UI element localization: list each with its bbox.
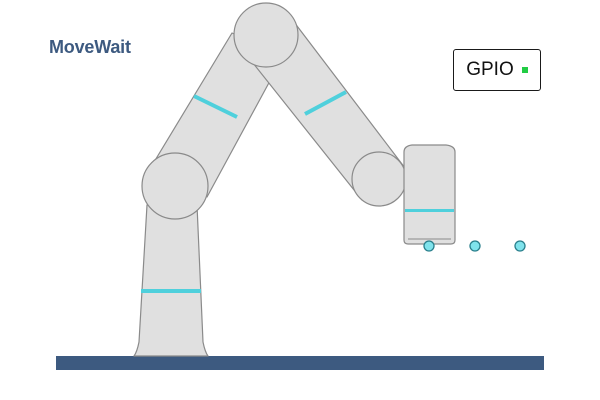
- waypoint-marker-3[interactable]: [514, 240, 526, 252]
- gpio-indicator[interactable]: GPIO: [453, 49, 541, 91]
- waypoint-marker-2[interactable]: [469, 240, 481, 252]
- program-title: MoveWait: [49, 37, 131, 57]
- forearm-stripe: [304, 90, 347, 116]
- base-ring-stripe: [141, 289, 201, 293]
- waypoint-marker-1[interactable]: [423, 240, 435, 252]
- robot-base-column: [133, 204, 209, 357]
- upper-arm-stripe: [193, 94, 238, 119]
- tool-head: [403, 144, 456, 245]
- wrist-joint: [351, 151, 407, 207]
- shoulder-joint: [141, 152, 209, 220]
- base-platform: [56, 356, 544, 370]
- elbow-joint: [233, 2, 299, 68]
- gpio-status-led: [521, 67, 528, 73]
- tool-head-stripe: [405, 209, 454, 212]
- gpio-label: GPIO: [466, 59, 514, 80]
